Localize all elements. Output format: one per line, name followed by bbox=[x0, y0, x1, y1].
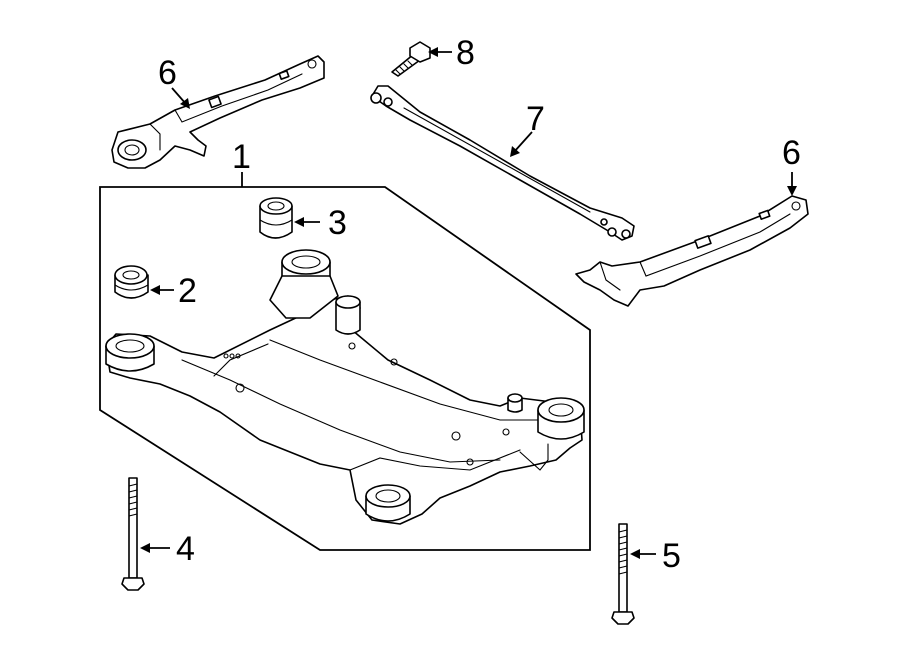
bushing-lower bbox=[114, 265, 149, 299]
bushing-upper bbox=[259, 197, 293, 239]
callout-2: 2 bbox=[178, 272, 197, 310]
bolt-long-right bbox=[611, 523, 635, 625]
callout-3: 3 bbox=[328, 204, 347, 242]
callout-7: 7 bbox=[526, 100, 545, 138]
bolt-long-left bbox=[121, 477, 145, 591]
callout-6-left: 6 bbox=[158, 54, 177, 92]
rear-subframe bbox=[105, 249, 585, 525]
bolt-small bbox=[391, 41, 431, 77]
trailing-arm-bracket-left bbox=[111, 55, 325, 169]
callout-1: 1 bbox=[232, 138, 251, 176]
trailing-arm-bracket-right bbox=[575, 195, 809, 307]
subframe-group-outline bbox=[99, 186, 591, 551]
callout-4: 4 bbox=[176, 530, 195, 568]
lateral-link bbox=[370, 85, 635, 241]
leader-lines bbox=[140, 47, 797, 559]
callout-8: 8 bbox=[456, 34, 475, 72]
callout-5: 5 bbox=[662, 537, 681, 575]
callout-6-right: 6 bbox=[782, 134, 801, 172]
